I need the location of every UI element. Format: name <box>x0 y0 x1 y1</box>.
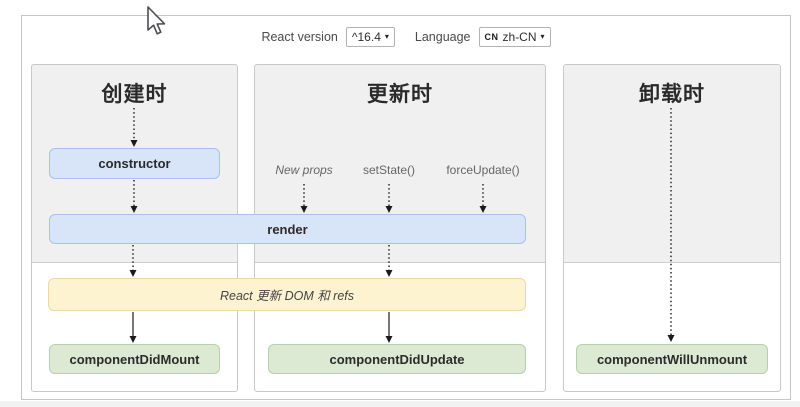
method-box-render[interactable]: render <box>49 214 526 244</box>
react-version-label: React version <box>261 30 338 44</box>
language-select[interactable]: CN zh-CN ▾ <box>478 27 551 47</box>
column-title-mounting: 创建时 <box>101 83 168 106</box>
method-box-component-did-mount[interactable]: componentDidMount <box>49 344 220 374</box>
cn-flag-icon: CN <box>484 32 499 42</box>
react-version-select[interactable]: ^16.4 ▾ <box>345 27 395 47</box>
method-box-constructor[interactable]: constructor <box>49 148 220 179</box>
dropdown-caret-icon: ▾ <box>540 32 545 41</box>
trigger-new-props: New props <box>275 163 333 177</box>
app-container: React version ^16.4 ▾ Language CN zh-CN … <box>21 15 791 400</box>
react-version-value: ^16.4 <box>351 30 381 44</box>
react-updates-dom-note: React 更新 DOM 和 refs <box>48 278 526 311</box>
language-label: Language <box>414 30 471 44</box>
dropdown-caret-icon: ▾ <box>384 32 389 41</box>
column-title-unmounting: 卸载时 <box>639 83 705 106</box>
panel-unmounting: 卸载时 <box>563 64 781 392</box>
language-value: zh-CN <box>502 30 537 44</box>
toolbar: React version ^16.4 ▾ Language CN zh-CN … <box>22 22 790 52</box>
column-title-updating: 更新时 <box>367 83 433 106</box>
trigger-force-update: forceUpdate() <box>446 163 520 177</box>
trigger-set-state: setState() <box>362 163 416 177</box>
method-box-component-will-unmount[interactable]: componentWillUnmount <box>576 344 768 374</box>
page-bottom-strip <box>0 401 800 407</box>
method-box-component-did-update[interactable]: componentDidUpdate <box>268 344 526 374</box>
